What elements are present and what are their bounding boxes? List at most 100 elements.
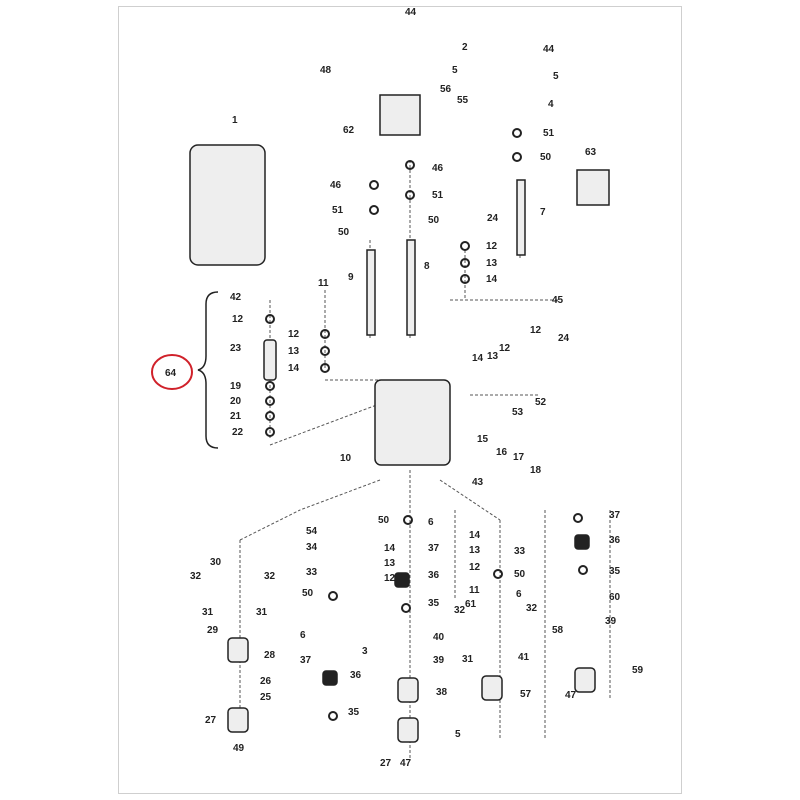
callout-50: 50 — [302, 588, 314, 599]
kit-63-part — [576, 169, 610, 206]
callout-53: 53 — [512, 407, 524, 418]
spool-9-part — [366, 249, 376, 336]
spring-36-part — [574, 534, 590, 550]
diagram-frame — [118, 6, 682, 794]
callout-10: 10 — [340, 453, 352, 464]
callout-56: 56 — [440, 84, 452, 95]
callout-23: 23 — [230, 343, 242, 354]
callout-31: 31 — [462, 654, 474, 665]
cap-47-part — [574, 667, 596, 693]
callout-24: 24 — [558, 333, 570, 344]
o-ring-part — [369, 205, 379, 215]
callout-30: 30 — [210, 557, 222, 568]
callout-51: 51 — [332, 205, 344, 216]
callout-27: 27 — [205, 715, 217, 726]
callout-36: 36 — [609, 535, 621, 546]
o-ring-part — [578, 565, 588, 575]
callout-4: 4 — [548, 99, 554, 110]
o-ring-part — [320, 363, 330, 373]
callout-12: 12 — [232, 314, 244, 325]
callout-54: 54 — [306, 526, 318, 537]
callout-49: 49 — [233, 743, 245, 754]
callout-5: 5 — [452, 65, 458, 76]
o-ring-part — [493, 569, 503, 579]
callout-13: 13 — [288, 346, 300, 357]
callout-12: 12 — [499, 343, 511, 354]
callout-3: 3 — [362, 646, 368, 657]
callout-50: 50 — [428, 215, 440, 226]
assembly-line — [239, 509, 301, 541]
callout-35: 35 — [609, 566, 621, 577]
valve-38-part — [397, 677, 419, 703]
callout-52: 52 — [535, 397, 547, 408]
o-ring-part — [320, 346, 330, 356]
callout-41: 41 — [518, 652, 530, 663]
cap-47-part — [397, 717, 419, 743]
callout-5: 5 — [455, 729, 461, 740]
callout-6: 6 — [516, 589, 522, 600]
callout-1: 1 — [232, 115, 238, 126]
callout-45: 45 — [552, 295, 564, 306]
callout-42: 42 — [230, 292, 242, 303]
valve-28-part — [227, 637, 249, 663]
assembly-line — [269, 399, 391, 446]
callout-34: 34 — [306, 542, 318, 553]
valve-body-part — [374, 379, 451, 466]
callout-13: 13 — [487, 351, 499, 362]
callout-35: 35 — [428, 598, 440, 609]
o-ring-part — [265, 396, 275, 406]
callout-50: 50 — [378, 515, 390, 526]
callout-46: 46 — [432, 163, 444, 174]
assembly-line — [299, 479, 381, 511]
spool-8-part — [406, 239, 416, 336]
o-ring-part — [401, 603, 411, 613]
o-ring-part — [405, 190, 415, 200]
callout-32: 32 — [454, 605, 466, 616]
callout-27: 27 — [380, 758, 392, 769]
o-ring-part — [573, 513, 583, 523]
callout-37: 37 — [428, 543, 440, 554]
callout-12: 12 — [288, 329, 300, 340]
callout-6: 6 — [428, 517, 434, 528]
callout-16: 16 — [496, 447, 508, 458]
plug-23-part — [263, 339, 277, 381]
o-ring-part — [405, 160, 415, 170]
callout-13: 13 — [486, 258, 498, 269]
callout-13: 13 — [469, 545, 481, 556]
o-ring-part — [403, 515, 413, 525]
callout-21: 21 — [230, 411, 242, 422]
o-ring-part — [460, 241, 470, 251]
valve-57-part — [481, 675, 503, 701]
callout-26: 26 — [260, 676, 272, 687]
callout-50: 50 — [338, 227, 350, 238]
callout-31: 31 — [256, 607, 268, 618]
callout-2: 2 — [462, 42, 468, 53]
callout-51: 51 — [432, 190, 444, 201]
callout-12: 12 — [530, 325, 542, 336]
cap-49-part — [227, 707, 249, 733]
callout-48: 48 — [320, 65, 332, 76]
o-ring-part — [512, 152, 522, 162]
callout-14: 14 — [486, 274, 498, 285]
callout-62: 62 — [343, 125, 355, 136]
callout-58: 58 — [552, 625, 564, 636]
callout-19: 19 — [230, 381, 242, 392]
o-ring-part — [265, 314, 275, 324]
callout-32: 32 — [190, 571, 202, 582]
callout-39: 39 — [605, 616, 617, 627]
callout-57: 57 — [520, 689, 532, 700]
callout-15: 15 — [477, 434, 489, 445]
callout-11: 11 — [469, 585, 480, 596]
callout-32: 32 — [526, 603, 538, 614]
callout-36: 36 — [428, 570, 440, 581]
callout-14: 14 — [469, 530, 481, 541]
callout-9: 9 — [348, 272, 354, 283]
o-ring-part — [265, 381, 275, 391]
callout-29: 29 — [207, 625, 219, 636]
callout-25: 25 — [260, 692, 272, 703]
callout-35: 35 — [348, 707, 360, 718]
callout-28: 28 — [264, 650, 276, 661]
callout-37: 37 — [300, 655, 312, 666]
